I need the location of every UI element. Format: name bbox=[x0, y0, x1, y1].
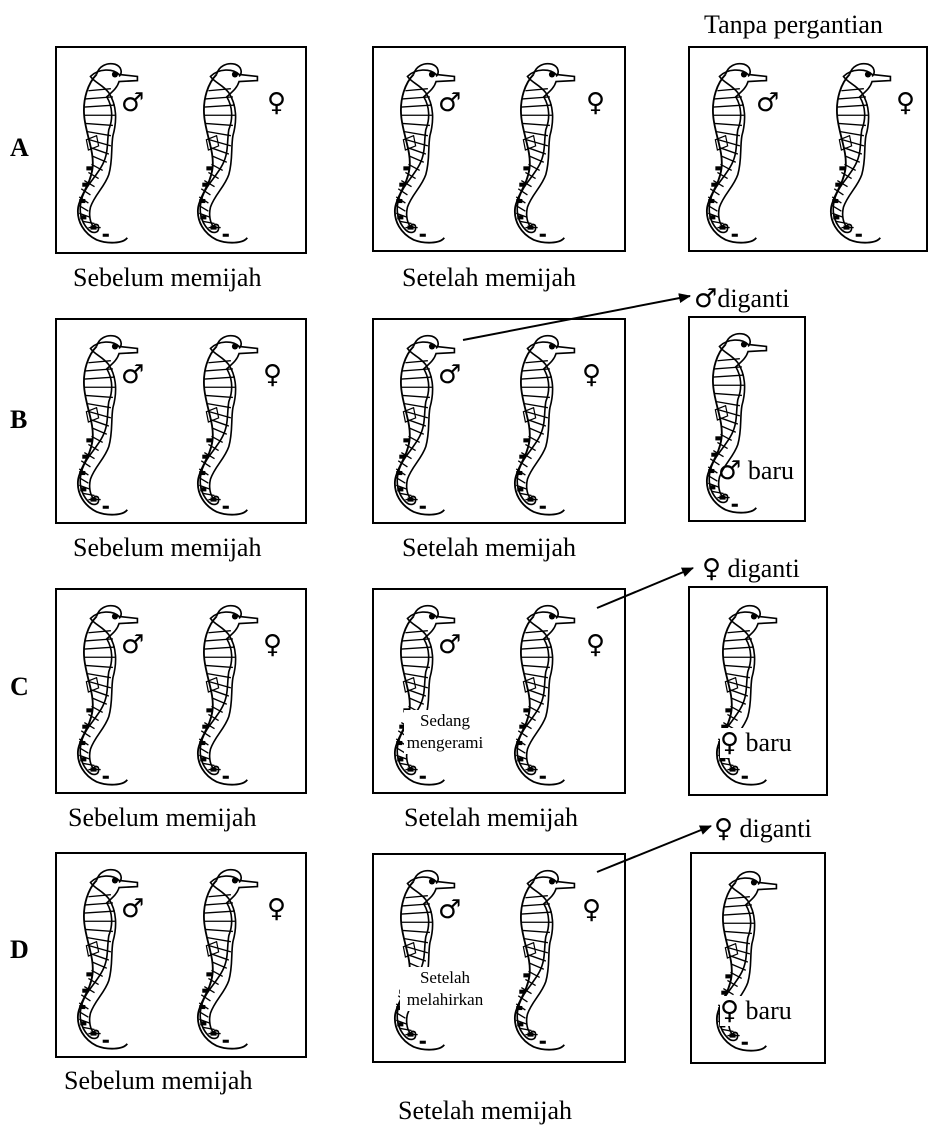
row-b-new-male-panel: ♂ baru bbox=[688, 316, 806, 522]
female-symbol: ♀ bbox=[586, 88, 606, 118]
male-symbol: ♂ bbox=[121, 630, 145, 660]
male-symbol: ♂ bbox=[438, 895, 462, 925]
female-symbol: ♀ bbox=[582, 360, 602, 390]
row-d-replacement-label: ♀ diganti bbox=[714, 814, 812, 844]
female-symbol: ♀ bbox=[263, 360, 283, 390]
female-symbol: ♀ bbox=[582, 895, 602, 925]
row-b-after-panel: ♂ ♀ bbox=[372, 318, 626, 524]
new-label-text: baru bbox=[745, 728, 792, 757]
replacement-text: diganti bbox=[727, 554, 800, 583]
male-symbol: ♂ bbox=[718, 456, 742, 486]
row-b-replacement-label: ♂diganti bbox=[694, 284, 790, 314]
new-male-label: ♂ baru bbox=[718, 456, 794, 486]
row-c-replacement-label: ♀ diganti bbox=[702, 554, 800, 584]
male-symbol: ♂ bbox=[121, 360, 145, 390]
row-c-new-female-panel: ♀ baru bbox=[688, 586, 828, 796]
row-d-before-panel: ♂ ♀ bbox=[55, 852, 307, 1058]
note-line: melahirkan bbox=[406, 990, 484, 1009]
male-symbol: ♂ bbox=[438, 360, 462, 390]
no-change-heading: Tanpa pergantian bbox=[704, 10, 883, 39]
row-b-arrow bbox=[462, 293, 691, 341]
male-symbol: ♂ bbox=[121, 894, 145, 924]
note-line: Setelah bbox=[419, 968, 471, 987]
row-a-before-panel: ♂ ♀ bbox=[55, 46, 307, 254]
row-c-arrow bbox=[596, 567, 694, 609]
new-label-text: baru bbox=[747, 456, 795, 485]
row-d-after-caption: Setelah memijah bbox=[398, 1096, 573, 1125]
new-label-text: baru bbox=[745, 996, 792, 1025]
row-c-before-caption: Sebelum memijah bbox=[68, 803, 257, 832]
row-a-before-caption: Sebelum memijah bbox=[73, 263, 262, 292]
female-symbol: ♀ bbox=[720, 996, 740, 1026]
row-a-after-caption: Setelah memijah bbox=[402, 263, 577, 292]
row-a-no-change-panel: ♂ ♀ bbox=[688, 46, 928, 252]
male-symbol: ♂ bbox=[694, 284, 718, 314]
row-d-before-caption: Sebelum memijah bbox=[64, 1066, 253, 1095]
male-symbol: ♂ bbox=[438, 88, 462, 118]
female-symbol: ♀ bbox=[702, 554, 722, 584]
row-c-after-caption: Setelah memijah bbox=[404, 803, 579, 832]
new-female-label: ♀ baru bbox=[720, 996, 792, 1026]
female-symbol: ♀ bbox=[720, 728, 740, 758]
male-symbol: ♂ bbox=[438, 630, 462, 660]
row-b-before-panel: ♂ ♀ bbox=[55, 318, 307, 524]
row-c-after-panel: ♂ ♀ Sedang mengerami bbox=[372, 588, 626, 794]
row-a-after-panel: ♂ ♀ bbox=[372, 46, 626, 252]
male-symbol: ♂ bbox=[121, 88, 145, 118]
row-c-before-panel: ♂ ♀ bbox=[55, 588, 307, 794]
female-symbol: ♀ bbox=[267, 88, 287, 118]
new-female-label: ♀ baru bbox=[720, 728, 792, 758]
row-label-d: D bbox=[10, 935, 29, 964]
row-d-new-female-panel: ♀ baru bbox=[690, 852, 826, 1064]
row-label-a: A bbox=[10, 133, 29, 162]
row-b-before-caption: Sebelum memijah bbox=[73, 533, 262, 562]
row-d-after-panel: ♂ ♀ Setelah melahirkan bbox=[372, 853, 626, 1063]
note-line: mengerami bbox=[406, 733, 484, 752]
replacement-text: diganti bbox=[739, 814, 812, 843]
female-symbol: ♀ bbox=[896, 88, 916, 118]
female-symbol: ♀ bbox=[714, 814, 734, 844]
after-birth-note: Setelah melahirkan bbox=[400, 967, 490, 1011]
female-symbol: ♀ bbox=[586, 630, 606, 660]
note-line: Sedang bbox=[419, 711, 471, 730]
row-label-b: B bbox=[10, 405, 28, 434]
row-d-arrow bbox=[596, 825, 712, 873]
row-b-after-caption: Setelah memijah bbox=[402, 533, 577, 562]
female-symbol: ♀ bbox=[267, 894, 287, 924]
incubating-note: Sedang mengerami bbox=[404, 710, 486, 754]
replacement-text: diganti bbox=[717, 284, 790, 313]
male-symbol: ♂ bbox=[756, 88, 780, 118]
row-label-c: C bbox=[10, 672, 29, 701]
female-symbol: ♀ bbox=[263, 630, 283, 660]
